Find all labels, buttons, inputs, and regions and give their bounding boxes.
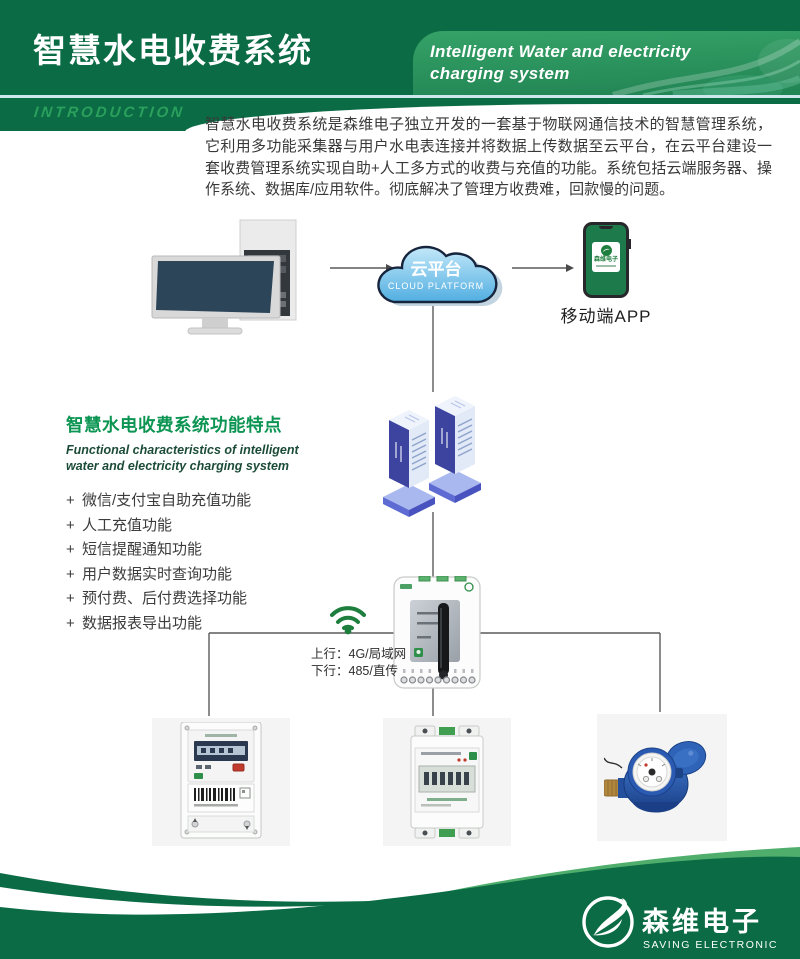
phone-logo-tagline	[596, 265, 616, 267]
mobile-app-illustration: 森维电子	[583, 222, 631, 298]
arrow-right-icon	[566, 264, 574, 272]
mobile-app-label: 移动端APP	[560, 307, 652, 326]
feature-item: + 用户数据实时查询功能	[66, 563, 376, 588]
plus-bullet: +	[66, 541, 75, 559]
plus-bullet: +	[66, 492, 75, 509]
water-meter-illustration	[604, 741, 707, 813]
plus-bullet: +	[66, 516, 75, 534]
phone-side-button	[629, 239, 631, 249]
brand-logo-icon	[600, 245, 612, 256]
phone-app-card: 森维电子	[592, 242, 620, 272]
intro-paragraph: 智慧水电收费系统是森维电子独立开发的一套基于物联网通信技术的智慧管理系统，它利用…	[205, 116, 772, 199]
features-section: 智慧水电收费系统功能特点 Functional characteristics …	[66, 412, 376, 637]
page-title: 智慧水电收费系统	[33, 32, 313, 69]
feature-label: 短信提醒通知功能	[82, 541, 203, 559]
plus-bullet: +	[66, 565, 75, 583]
feature-label: 人工充值功能	[82, 516, 173, 534]
brand-logo	[582, 896, 634, 948]
cloud-subtitle: CLOUD PLATFORM	[388, 281, 484, 291]
meter-photo-dinrail	[383, 718, 511, 846]
feature-item: + 数据报表导出功能	[66, 612, 376, 637]
electric-meter-illustration	[180, 722, 262, 839]
header-divider	[0, 95, 800, 98]
uplink-label: 上行：4G/局域网	[311, 647, 407, 661]
feature-item: + 短信提醒通知功能	[66, 538, 376, 563]
gateway-link-labels: 上行：4G/局域网 下行：485/直传	[311, 646, 406, 680]
phone-logo-text: 森维电子	[593, 257, 618, 263]
page-subtitle-line2: charging system	[430, 64, 570, 83]
collector-gateway-illustration	[393, 576, 481, 689]
feature-label: 用户数据实时查询功能	[82, 565, 233, 583]
feature-item: + 人工充值功能	[66, 514, 376, 539]
meter-photo-water	[597, 714, 727, 841]
header-swirl-decoration	[612, 38, 800, 95]
feature-item: + 微信/支付宝自助充值功能	[66, 489, 376, 514]
feature-label: 数据报表导出功能	[82, 614, 203, 632]
plus-bullet: +	[66, 590, 75, 608]
cloud-platform-illustration: 云平台 CLOUD PLATFORM	[377, 245, 503, 306]
feature-label: 预付费、后付费选择功能	[82, 590, 248, 608]
servers-illustration	[383, 396, 481, 517]
features-subtitle-line2: water and electricity charging system	[66, 458, 290, 473]
features-list: + 微信/支付宝自助充值功能 + 人工充值功能 + 短信提醒通知功能 + 用户数据实时查…	[66, 489, 376, 637]
features-subtitle-en: Functional characteristics of intelligen…	[66, 443, 376, 474]
computer-illustration	[151, 219, 297, 335]
footer: 森维电子 SAVING ELECTRONIC	[0, 847, 800, 959]
wifi-icon	[330, 606, 366, 635]
page-subtitle-en: Intelligent Water and electricity chargi…	[430, 41, 691, 85]
plus-bullet: +	[66, 614, 75, 632]
dinrail-meter-illustration	[410, 725, 484, 839]
feature-item: + 预付费、后付费选择功能	[66, 587, 376, 612]
brand-name-en: SAVING ELECTRONIC	[643, 939, 778, 951]
header-subtitle-panel	[413, 31, 800, 95]
brand-name: 森维电子	[642, 907, 762, 937]
features-subtitle-line1: Functional characteristics of intelligen…	[66, 443, 299, 457]
features-title: 智慧水电收费系统功能特点	[66, 415, 282, 435]
page-subtitle-line1: Intelligent Water and electricity	[430, 42, 691, 61]
feature-label: 微信/支付宝自助充值功能	[82, 492, 252, 509]
meter-photo-electric	[152, 718, 290, 846]
phone-notch	[599, 226, 613, 229]
downlink-label: 下行：485/直传	[311, 664, 398, 678]
cloud-title: 云平台	[411, 259, 462, 279]
